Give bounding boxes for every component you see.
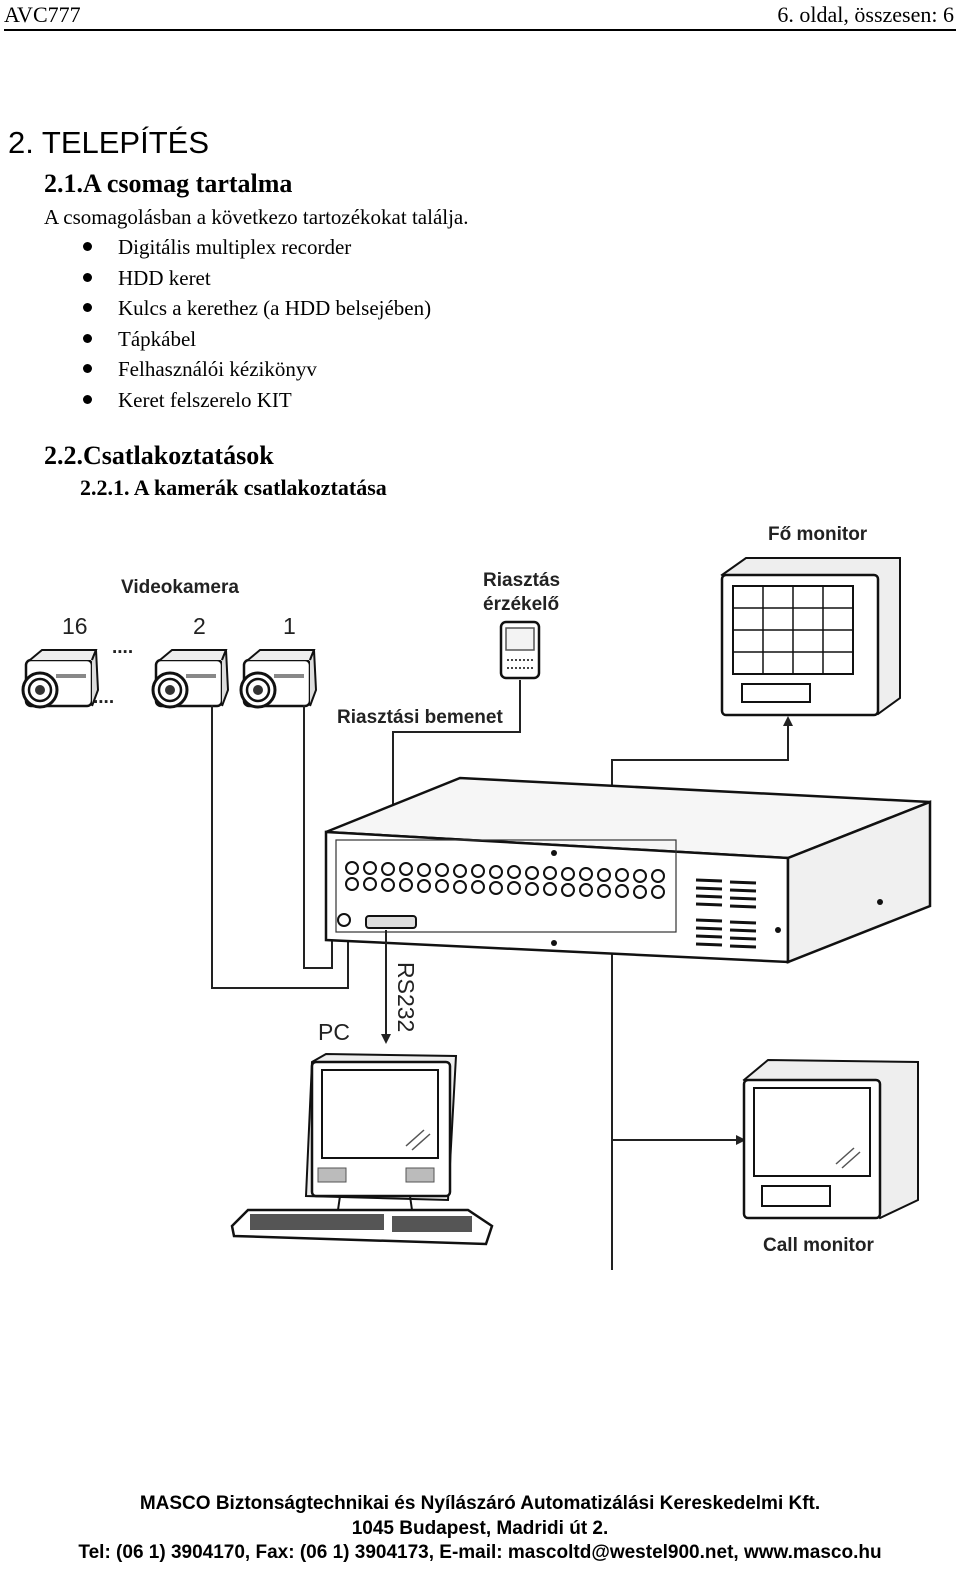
main-monitor-icon [720, 557, 901, 717]
call-monitor-label: Call monitor [763, 1235, 874, 1256]
alarm-sensor-label-line1: Riasztás [483, 570, 560, 591]
camera-label: Videokamera [121, 577, 239, 598]
list-item: Kulcs a kerethez (a HDD belsejében) [0, 293, 431, 324]
document-code: AVC777 [4, 2, 81, 27]
camera-ellipsis-bottom: .... [93, 687, 114, 708]
camera-cable-2 [211, 705, 349, 989]
list-item-label: HDD keret [118, 265, 211, 290]
section-title: 2. TELEPÍTÉS [8, 125, 210, 160]
camera-number-1: 1 [283, 613, 296, 639]
bullet-icon [83, 303, 92, 313]
footer-company: MASCO Biztonságtechnikai és Nyílászáró A… [139, 1493, 821, 1514]
pc-computer-icon [230, 1052, 494, 1246]
main-monitor-arrow-icon [783, 716, 793, 726]
rs232-label: RS232 [393, 962, 419, 1032]
camera-16-icon [21, 648, 100, 709]
camera-number-2: 2 [193, 613, 206, 639]
list-item-label: Kulcs a kerethez (a HDD belsejében) [118, 296, 432, 321]
call-monitor-arrow-icon [736, 1135, 746, 1145]
list-item-label: Keret felszerelo KIT [118, 387, 292, 412]
camera-1-icon [239, 648, 318, 709]
main-monitor-label: Fő monitor [768, 524, 868, 545]
package-list: Digitális multiplex recorder HDD keret K… [0, 232, 431, 416]
alarm-sensor-icon [499, 620, 541, 680]
camera-cable-1 [303, 705, 333, 969]
page-footer: MASCO Biztonságtechnikai és Nyílászáró A… [0, 1492, 960, 1566]
bullet-icon [83, 394, 92, 404]
camera-2-icon [151, 648, 230, 709]
bullet-icon [83, 333, 92, 343]
list-item: Felhasználói kézikönyv [0, 354, 431, 385]
main-monitor-cable [611, 720, 789, 1270]
header-divider [4, 29, 956, 31]
footer-contact: Tel: (06 1) 3904170, Fax: (06 1) 3904173… [78, 1542, 882, 1563]
page-indicator: 6. oldal, összesen: 6 [777, 2, 954, 27]
subsubsection-title-cameras: 2.2.1. A kamerák csatlakoztatása [80, 475, 387, 500]
bullet-icon [83, 364, 92, 374]
list-item-label: Felhasználói kézikönyv [118, 357, 317, 382]
camera-ellipsis-top: .... [112, 637, 133, 658]
subsection-title-connections: 2.2.Csatlakoztatások [44, 441, 274, 470]
list-item-label: Tápkábel [118, 326, 197, 351]
alarm-input-label: Riasztási bemenet [337, 707, 503, 728]
call-monitor-icon [742, 1058, 919, 1220]
bullet-icon [83, 272, 92, 282]
subsection-title-package: 2.1.A csomag tartalma [44, 169, 293, 198]
camera-number-16: 16 [62, 613, 88, 639]
footer-address: 1045 Budapest, Madridi út 2. [351, 1517, 609, 1539]
intro-text: A csomagolásban a következo tartozékokat… [44, 205, 469, 229]
rs232-arrow-icon [381, 1034, 391, 1044]
pc-label: PC [318, 1019, 350, 1045]
connection-diagram: Videokamera 16 2 1 .... .... Riasztás ér… [21, 524, 932, 1270]
alarm-sensor-label-line2: érzékelő [483, 594, 559, 615]
list-item: Tápkábel [0, 324, 431, 355]
dvr-recorder-icon [324, 776, 932, 964]
list-item-label: Digitális multiplex recorder [118, 235, 352, 259]
list-item: Keret felszerelo KIT [0, 385, 431, 416]
list-item: Digitális multiplex recorder [0, 232, 431, 263]
list-item: HDD keret [0, 263, 431, 294]
bullet-icon [83, 242, 92, 251]
